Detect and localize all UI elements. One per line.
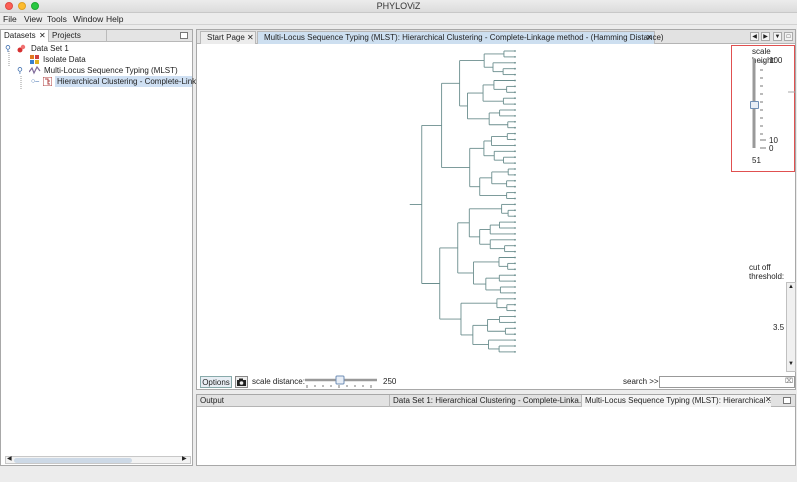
mlst-icon [29,66,41,75]
output-panel: Output Data Set 1: Hierarchical Clusteri… [196,394,796,466]
tree-item-clustering[interactable]: Hierarchical Clustering - Complete-Link [57,77,197,86]
scale-height-label: scale height: [752,47,777,65]
scale-height-value: 51 [752,156,761,165]
close-window-button[interactable] [5,2,13,10]
dataset-icon [17,44,26,53]
editor-tabs: Start Page ✕ Multi-Locus Sequence Typing… [197,30,795,44]
snapshot-button[interactable] [235,376,248,388]
expand-icon[interactable]: ⚲ [5,44,11,53]
title-bar: PHYLOViZ [0,0,797,13]
close-icon[interactable]: ✕ [765,395,772,404]
maximize-icon[interactable]: □ [784,32,793,41]
tab-output-label: Output [200,396,225,405]
scale-height-ruler [752,59,796,149]
scale-height-tick-0: 0 [769,144,774,153]
close-icon[interactable]: ✕ [39,31,46,40]
datasets-panel: Datasets ✕ Projects ⚲ Data Set 1 Isolate… [0,29,197,466]
tab-dataset-clustering-output-label: Data Set 1: Hierarchical Clustering - Co… [393,396,581,405]
tab-start-page[interactable]: Start Page ✕ [200,31,256,44]
tab-mlst-clustering-output-label: Multi-Locus Sequence Typing (MLST): Hier… [585,396,771,405]
menu-view[interactable]: View [24,14,43,24]
tab-projects[interactable]: Projects [49,30,107,42]
zoom-window-button[interactable] [31,2,39,10]
tab-list-button[interactable]: ▼ [773,32,782,41]
menu-file[interactable]: File [3,14,17,24]
spinner-down-icon[interactable]: ▼ [788,361,794,367]
scale-distance-label: scale distance: [252,377,305,386]
minimize-icon[interactable] [783,397,791,404]
dendrogram [409,50,516,353]
scale-distance-value: 250 [383,377,397,386]
search-input[interactable] [659,376,795,388]
scroll-right-icon[interactable]: ▶ [182,456,187,462]
minimize-icon[interactable] [180,32,188,39]
isolate-icon [30,55,39,64]
scale-distance-slider[interactable] [303,375,379,389]
tab-output[interactable]: Output [197,395,389,407]
tab-mlst-clustering-output[interactable]: Multi-Locus Sequence Typing (MLST): Hier… [581,395,771,407]
cutoff-label-line2: threshold: [749,272,785,281]
tree-item-mlst[interactable]: Multi-Locus Sequence Typing (MLST) [44,66,178,75]
menu-tools[interactable]: Tools [47,14,67,24]
tree-item-dataset[interactable]: Data Set 1 [31,44,69,53]
scale-height-control: scale height: 100 10 0 51 [731,45,796,172]
tree-icon [43,77,52,86]
close-icon[interactable]: ✕ [646,33,653,42]
tab-hierarchical-clustering-label: Multi-Locus Sequence Typing (MLST): Hier… [264,33,664,42]
options-button[interactable]: Options [200,376,232,388]
collapse-icon[interactable]: ○– [31,78,40,85]
cutoff-threshold-spinner[interactable]: ▲ ▼ [786,282,796,372]
search-label: search >> [623,377,659,386]
spinner-up-icon[interactable]: ▲ [788,284,794,290]
scroll-tabs-left-button[interactable]: ◀ [750,32,759,41]
scroll-tabs-right-button[interactable]: ▶ [761,32,770,41]
camera-icon [237,378,246,386]
expand-mlst-icon[interactable]: ⚲ [17,66,23,75]
close-icon[interactable]: ✕ [247,33,254,42]
menu-help[interactable]: Help [106,14,124,24]
cutoff-threshold-value: 3.5 [773,323,785,332]
tab-dataset-clustering-output[interactable]: Data Set 1: Hierarchical Clustering - Co… [389,395,581,407]
editor-bottom-bar: Options scale distance: 250 search >> [197,374,795,390]
editor-panel: Start Page ✕ Multi-Locus Sequence Typing… [196,29,796,390]
minimize-window-button[interactable] [18,2,26,10]
clear-icon[interactable]: ⌧ [785,378,794,385]
window-title: PHYLOViZ [376,1,421,11]
tree-lines [8,51,22,89]
cutoff-label-line1: cut off [749,263,771,272]
tab-datasets[interactable]: Datasets ✕ [1,30,49,42]
scroll-thumb[interactable] [14,458,132,463]
scroll-left-icon[interactable]: ◀ [7,456,12,462]
scale-height-slider[interactable] [750,101,759,110]
left-panel-tabs: Datasets ✕ Projects [1,30,192,42]
tab-datasets-label: Datasets [4,31,36,40]
menu-bar: File View Tools Window Help [0,13,797,25]
scale-height-tick-10: 10 [769,136,778,145]
cutoff-threshold-label: cut off threshold: [749,263,784,281]
menu-window[interactable]: Window [73,14,104,24]
output-tabs: Output Data Set 1: Hierarchical Clusteri… [197,395,795,407]
horizontal-scrollbar[interactable]: ◀ ▶ [5,456,191,464]
scale-height-tick-100: 100 [769,56,783,65]
tree-item-selection [55,76,192,87]
tab-projects-label: Projects [52,31,81,40]
tab-hierarchical-clustering[interactable]: Multi-Locus Sequence Typing (MLST): Hier… [257,31,664,44]
tree-item-isolate-data[interactable]: Isolate Data [43,55,86,64]
tab-start-page-label: Start Page [207,33,245,42]
